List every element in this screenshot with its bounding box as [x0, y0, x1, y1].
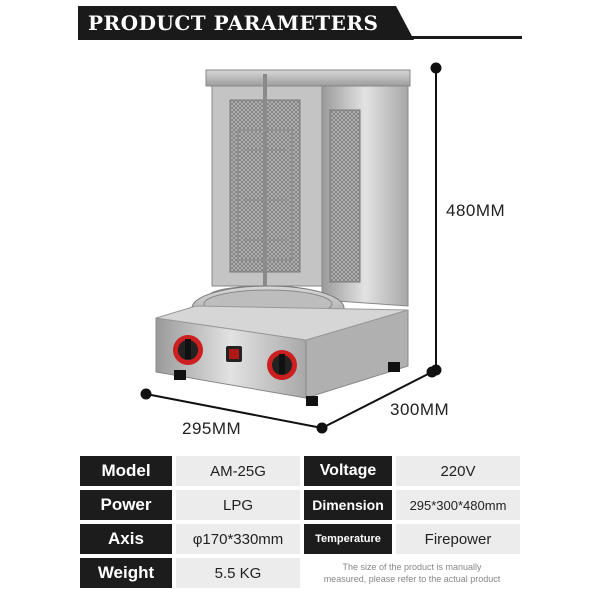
spec-value: LPG	[176, 490, 300, 520]
spec-label: Voltage	[304, 456, 392, 486]
spec-label: Power	[80, 490, 172, 520]
spec-value: 220V	[396, 456, 520, 486]
width-label: 295MM	[182, 419, 242, 438]
header-banner	[78, 6, 414, 40]
spec-label: Dimension	[304, 490, 392, 520]
disclaimer-line: measured, please refer to the actual pro…	[323, 574, 501, 584]
spec-value: φ170*330mm	[176, 524, 300, 554]
header-divider	[412, 36, 522, 39]
spec-label: Model	[80, 456, 172, 486]
spec-label: Temperature	[304, 524, 392, 554]
right-burner-mesh	[329, 109, 361, 283]
depth-label: 300MM	[390, 400, 450, 419]
size-disclaimer: The size of the product is manually meas…	[304, 558, 520, 588]
spec-row: Model AM-25G Voltage 220V	[80, 456, 520, 486]
spec-value: Firepower	[396, 524, 520, 554]
spec-value: AM-25G	[176, 456, 300, 486]
spec-value: 5.5 KG	[176, 558, 300, 588]
spec-value: 295*300*480mm	[396, 490, 520, 520]
spec-row: Axis φ170*330mm Temperature Firepower	[80, 524, 520, 554]
spec-row: Weight 5.5 KG The size of the product is…	[80, 558, 520, 588]
product-image	[140, 62, 442, 434]
top-lid	[205, 69, 411, 87]
skewer-rod	[263, 74, 267, 320]
spec-row: Power LPG Dimension 295*300*480mm	[80, 490, 520, 520]
spec-label: Weight	[80, 558, 172, 588]
spec-label: Axis	[80, 524, 172, 554]
disclaimer-line: The size of the product is manually	[342, 562, 482, 572]
depth-dimension-line	[321, 371, 433, 429]
height-label: 480MM	[446, 201, 506, 220]
page-title: PRODUCT PARAMETERS	[88, 11, 379, 35]
width-dimension-line	[145, 393, 323, 429]
